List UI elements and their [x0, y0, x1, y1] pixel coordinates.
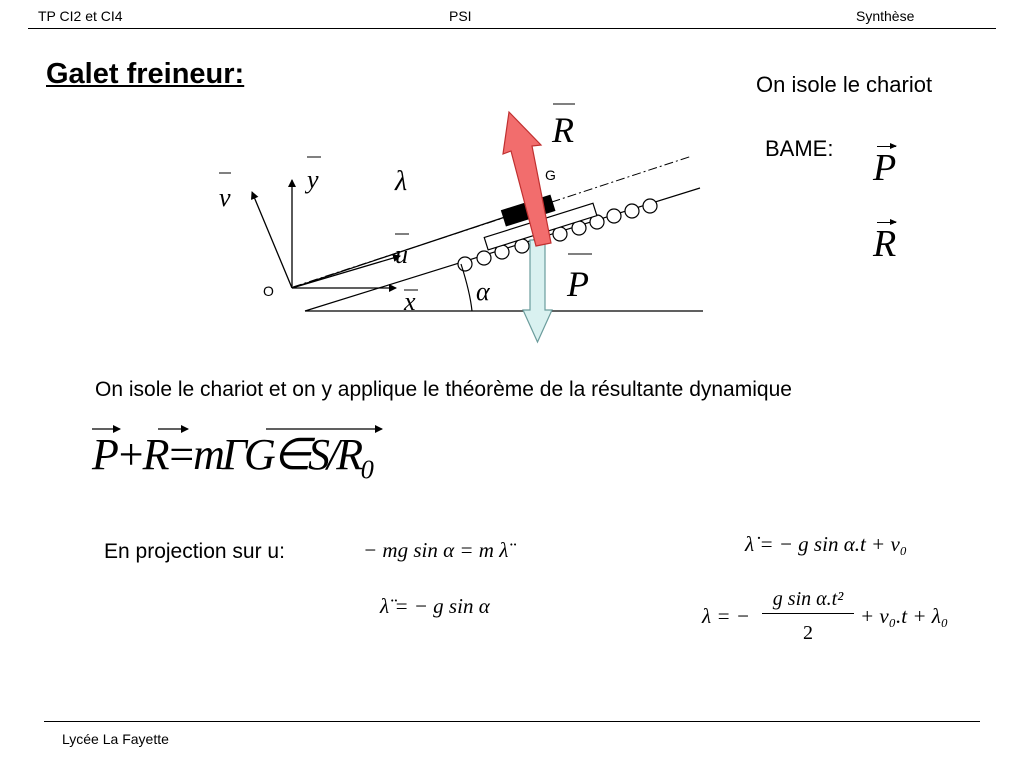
header-right: Synthèse: [856, 8, 915, 24]
slide-title: Galet freineur:: [46, 58, 245, 90]
label-force-r: R: [551, 110, 574, 150]
projection-label: En projection sur u:: [104, 540, 285, 563]
lambda-arrow: [291, 206, 533, 289]
axis-v-arrow: [251, 191, 293, 289]
force-p-arrow: [522, 239, 553, 344]
isolate-note: On isole le chariot: [756, 72, 933, 97]
theorem-text: On isole le chariot et on y applique le …: [95, 378, 792, 401]
eq-position-lhs: λ = −: [702, 604, 750, 628]
label-g: G: [545, 167, 556, 183]
header-left: TP CI2 et CI4: [38, 8, 123, 24]
header-center: PSI: [449, 8, 472, 24]
label-x: x: [403, 287, 416, 316]
label-u: u: [395, 240, 408, 269]
alpha-arc: [460, 263, 473, 312]
eq-position-denominator: 2: [803, 622, 813, 644]
header-rule: [28, 28, 996, 29]
bame-label: BAME:: [765, 136, 834, 161]
eq-position-numerator: g sin α.t²: [762, 588, 854, 614]
footer-text: Lycée La Fayette: [62, 731, 169, 747]
vector-equation: P+R=mΓG∈S/R₀: [92, 430, 375, 479]
eq-acceleration: λ̈ = − g sin α: [380, 594, 490, 618]
label-alpha: α: [476, 277, 491, 306]
label-force-p: P: [566, 264, 589, 304]
label-lambda: λ: [394, 166, 407, 197]
eq-position-rhs: + v₀.t + λ₀: [860, 604, 949, 628]
bame-force-p: P: [873, 143, 898, 189]
eq-projection: − mg sin α = m λ̈: [363, 538, 509, 562]
label-origin: O: [263, 283, 274, 299]
force-r-arrow: [502, 110, 552, 247]
label-y: y: [304, 165, 319, 194]
label-v: v: [219, 183, 231, 212]
bame-force-r: R: [873, 219, 898, 265]
footer-rule: [44, 721, 980, 722]
eq-speed: λ̇ = − g sin α.t + v₀: [745, 532, 908, 556]
